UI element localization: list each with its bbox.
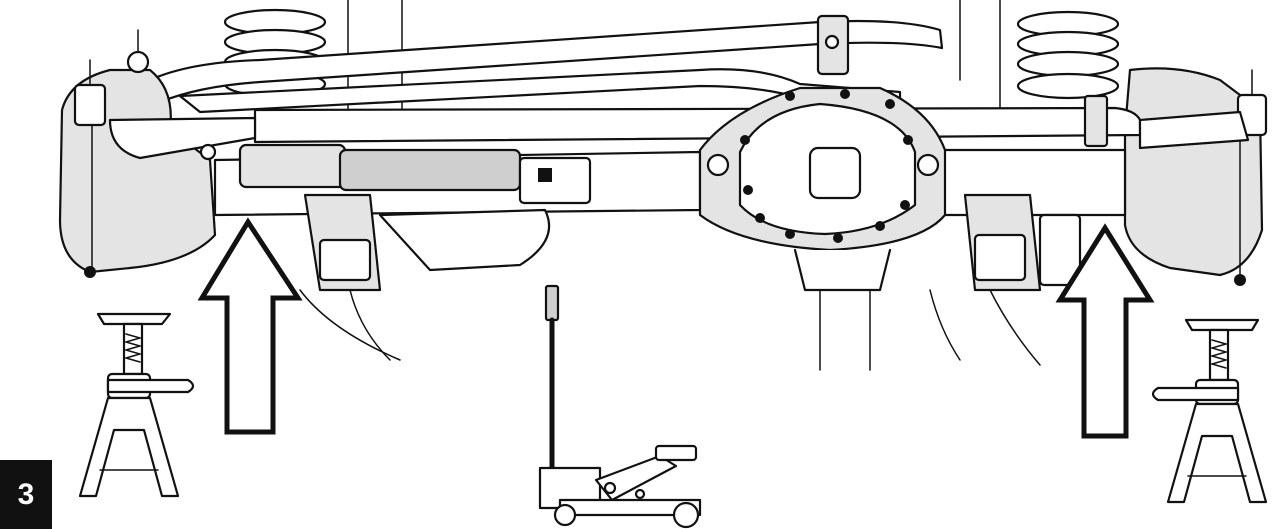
control-arms — [299, 193, 1082, 371]
lift-point-arrow-left — [197, 217, 303, 435]
differential — [698, 86, 947, 292]
lift-point-arrow-right — [1055, 223, 1155, 439]
coil-spring-right — [1016, 10, 1120, 100]
steering-damper — [238, 143, 592, 205]
step-number-badge: 3 — [0, 460, 52, 529]
jack-stand-right — [1151, 318, 1268, 504]
track-bar — [148, 19, 944, 104]
jack-stand-left — [78, 312, 195, 498]
tie-rod — [253, 106, 1142, 144]
floor-jack — [538, 284, 702, 529]
